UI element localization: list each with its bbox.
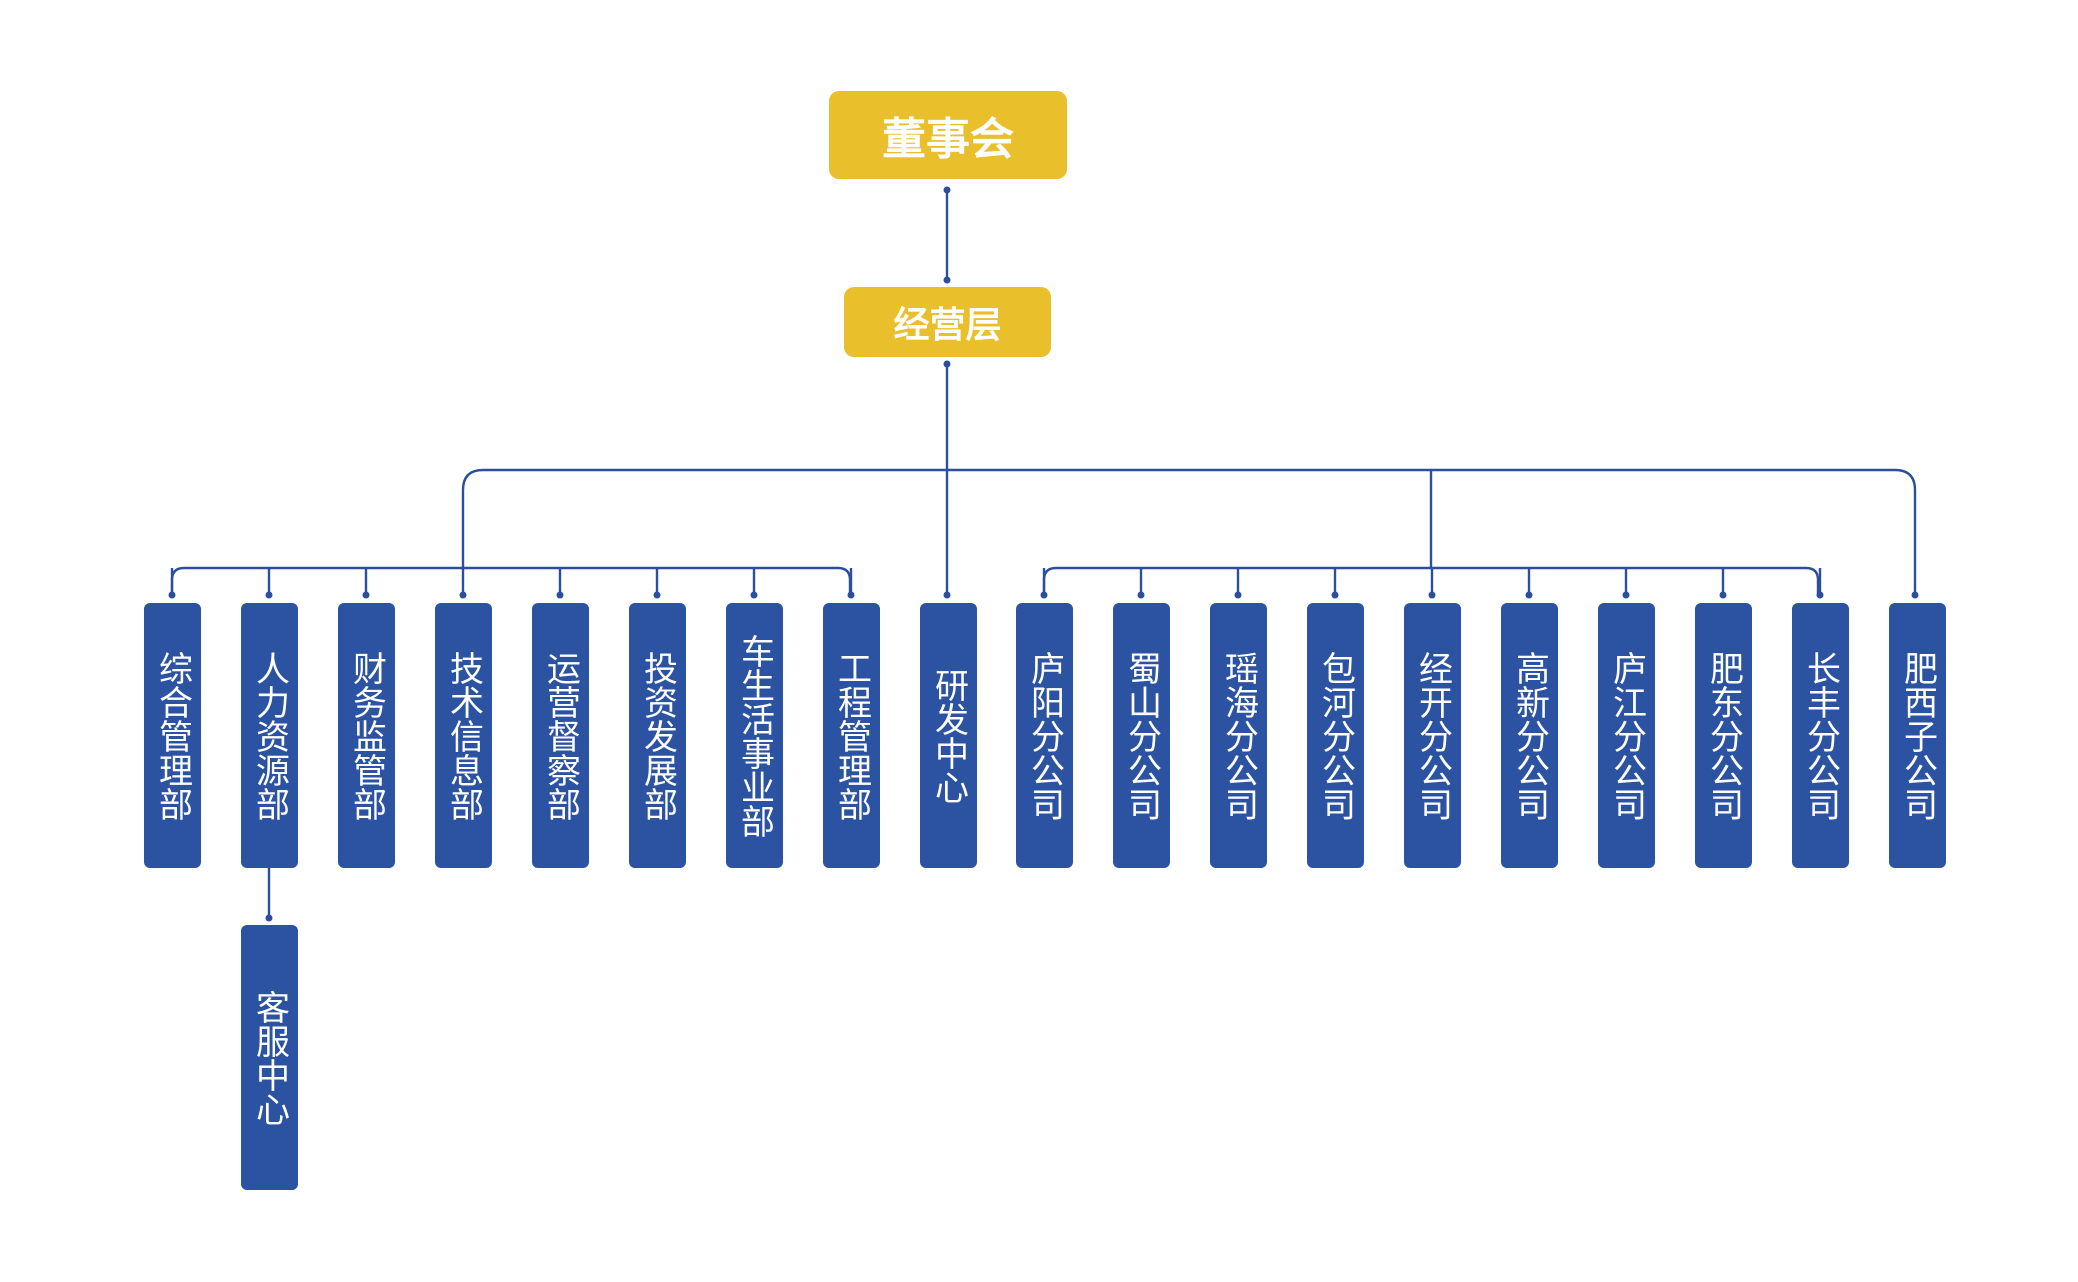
department-node: 财务监管部 [338,603,395,868]
connector-dot [943,186,951,194]
branch-bus [1042,566,1820,595]
department-label: 投资发展部 [637,650,678,821]
department-label: 技术信息部 [443,650,484,821]
connector-dot [1428,591,1436,599]
department-label: 人力资源部 [249,650,290,821]
subsidiary-node: 肥西子公司 [1889,603,1946,868]
connector-dot [943,591,951,599]
connector-dot [168,591,176,599]
branch-label: 瑶海分公司 [1218,650,1259,821]
rnd-label: 研发中心 [928,667,969,804]
branch-label: 包河分公司 [1315,650,1356,821]
department-bus [170,566,852,595]
connector-dot [1234,591,1242,599]
department-label: 综合管理部 [152,650,193,821]
branch-node: 经开分公司 [1404,603,1461,868]
service-center-node: 客服中心 [241,925,298,1190]
connector-dot [556,591,564,599]
connector-dot [750,591,758,599]
connector-dot [1911,591,1919,599]
connector-dot [1525,591,1533,599]
connector-dot [653,591,661,599]
department-label: 财务监管部 [346,650,387,821]
connector-dot [1331,591,1339,599]
department-node: 工程管理部 [823,603,880,868]
branch-label: 肥东分公司 [1703,650,1744,821]
branch-label: 蜀山分公司 [1121,650,1162,821]
branch-label: 高新分公司 [1509,650,1550,821]
department-label: 工程管理部 [831,650,872,821]
department-label: 车生活事业部 [734,633,775,838]
department-label: 运营督察部 [540,650,581,821]
branch-node: 蜀山分公司 [1113,603,1170,868]
department-node: 人力资源部 [241,603,298,868]
connector-dot [943,360,951,368]
management-node: 经营层 [844,287,1051,357]
board-node: 董事会 [829,91,1067,179]
connector-dot [362,591,370,599]
connector-dot [265,591,273,599]
branch-node: 瑶海分公司 [1210,603,1267,868]
department-node: 综合管理部 [144,603,201,868]
branch-label: 长丰分公司 [1800,650,1841,821]
connector-dot [1040,591,1048,599]
main-bus [461,468,1917,491]
connector-dot [943,276,951,284]
connector-dot [265,914,273,922]
department-node: 车生活事业部 [726,603,783,868]
connector-dot [1719,591,1727,599]
branch-label: 庐江分公司 [1606,650,1647,821]
connector-dot [847,591,855,599]
department-node: 技术信息部 [435,603,492,868]
department-node: 运营督察部 [532,603,589,868]
connector-dot [1622,591,1630,599]
branch-node: 庐江分公司 [1598,603,1655,868]
subsidiary-label: 肥西子公司 [1897,650,1938,821]
connector-dot [1816,591,1824,599]
branch-label: 经开分公司 [1412,650,1453,821]
management-label: 经营层 [893,305,1002,346]
branch-node: 肥东分公司 [1695,603,1752,868]
branch-label: 庐阳分公司 [1024,650,1065,821]
service-center-label: 客服中心 [249,989,290,1126]
branch-node: 包河分公司 [1307,603,1364,868]
connector-dot [459,591,467,599]
department-node: 投资发展部 [629,603,686,868]
connector-dot [1137,591,1145,599]
board-label: 董事会 [882,114,1014,165]
branch-node: 庐阳分公司 [1016,603,1073,868]
rnd-node: 研发中心 [920,603,977,868]
branch-node: 长丰分公司 [1792,603,1849,868]
branch-node: 高新分公司 [1501,603,1558,868]
